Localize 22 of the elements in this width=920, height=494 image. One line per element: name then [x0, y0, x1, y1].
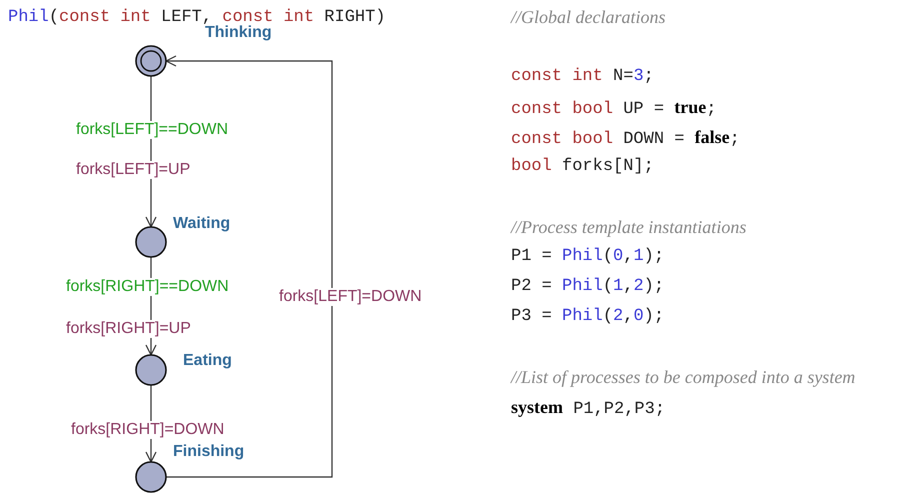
update-label: forks[RIGHT]=DOWN	[71, 421, 224, 439]
code-line: const bool UP = true;	[511, 97, 716, 120]
code-line: P1 = Phil(0,1);	[511, 247, 664, 267]
code-line: const bool DOWN = false;	[511, 127, 740, 150]
update-label: forks[LEFT]=DOWN	[279, 288, 422, 306]
code-line: const int N=3;	[511, 67, 654, 87]
state-name: Eating	[183, 352, 232, 370]
code-line: P3 = Phil(2,0);	[511, 307, 664, 327]
transition-arrow	[165, 55, 333, 478]
state-name: Waiting	[173, 215, 230, 233]
code-comment: //Process template instantiations	[511, 217, 746, 237]
code-line: P2 = Phil(1,2);	[511, 277, 664, 297]
guard-label: forks[RIGHT]==DOWN	[66, 278, 229, 296]
code-line: system P1,P2,P3;	[511, 397, 666, 420]
state-name: Thinking	[205, 24, 272, 42]
code-comment: //Global declarations	[511, 7, 666, 27]
code-line: bool forks[N];	[511, 157, 654, 177]
code-comment: //List of processes to be composed into a system	[511, 367, 856, 387]
state-name: Finishing	[173, 443, 244, 461]
update-label: forks[RIGHT]=UP	[66, 320, 191, 338]
update-label: forks[LEFT]=UP	[76, 161, 190, 179]
guard-label: forks[LEFT]==DOWN	[76, 121, 228, 139]
